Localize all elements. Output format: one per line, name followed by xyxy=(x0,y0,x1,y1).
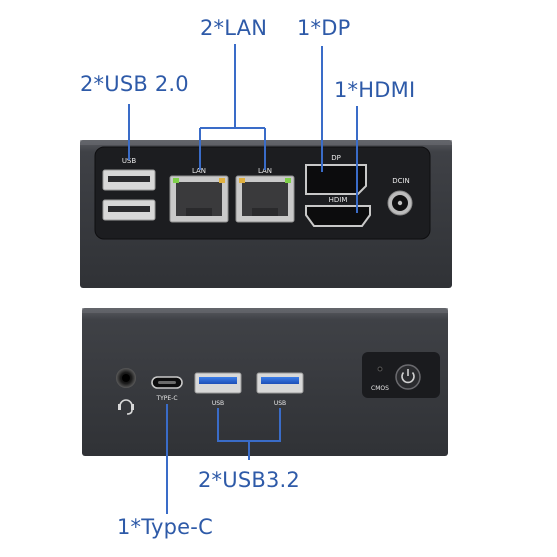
lan-port-1 xyxy=(169,175,229,223)
top-dcin-label: DCIN xyxy=(392,177,410,185)
lan2-led-green xyxy=(285,178,291,183)
lan2-led-orange xyxy=(239,178,245,183)
top-lan-label-1: LAN xyxy=(192,167,206,175)
headset-icon xyxy=(118,399,134,415)
top-dp-label: DP xyxy=(331,154,341,162)
typec-callout: 1*Type-C xyxy=(117,515,213,539)
top-callout-lines xyxy=(128,44,358,213)
bottom-typec-label: TYPE-C xyxy=(155,395,177,402)
usb32-port-2 xyxy=(256,372,304,394)
dp-callout: 1*DP xyxy=(297,16,351,40)
usb32-port-1 xyxy=(194,372,242,394)
hdmi-port xyxy=(305,205,371,227)
usb32-callout: 2*USB3.2 xyxy=(198,468,300,492)
top-usb-label: USB xyxy=(122,157,137,165)
top-hdmi-label: HDIM xyxy=(329,196,348,204)
bottom-callout-lines xyxy=(166,404,281,514)
cmos-reset-hole xyxy=(377,366,383,372)
bottom-cmos-label: CMOS xyxy=(371,385,389,392)
bottom-usb-label-1: USB xyxy=(212,400,224,407)
top-lan-label-2: LAN xyxy=(258,167,272,175)
lan-port-2 xyxy=(235,175,295,223)
lan-callout-line xyxy=(199,44,266,170)
usb2-callout: 2*USB 2.0 xyxy=(80,72,189,96)
power-button xyxy=(395,364,421,390)
usb2-port-group xyxy=(102,169,156,221)
lan1-led-green xyxy=(173,178,179,183)
top-unit: USB LAN LAN DP HDIM DCIN xyxy=(80,140,452,288)
bottom-usb-label-2: USB xyxy=(274,400,286,407)
hdmi-callout: 1*HDMI xyxy=(334,78,416,102)
lan1-led-orange xyxy=(219,178,225,183)
usb32-callout-line xyxy=(217,408,281,460)
power-icon xyxy=(401,369,415,384)
lan-callout: 2*LAN xyxy=(200,16,268,40)
bottom-unit: TYPE-C USB USB CMOS xyxy=(82,308,448,456)
